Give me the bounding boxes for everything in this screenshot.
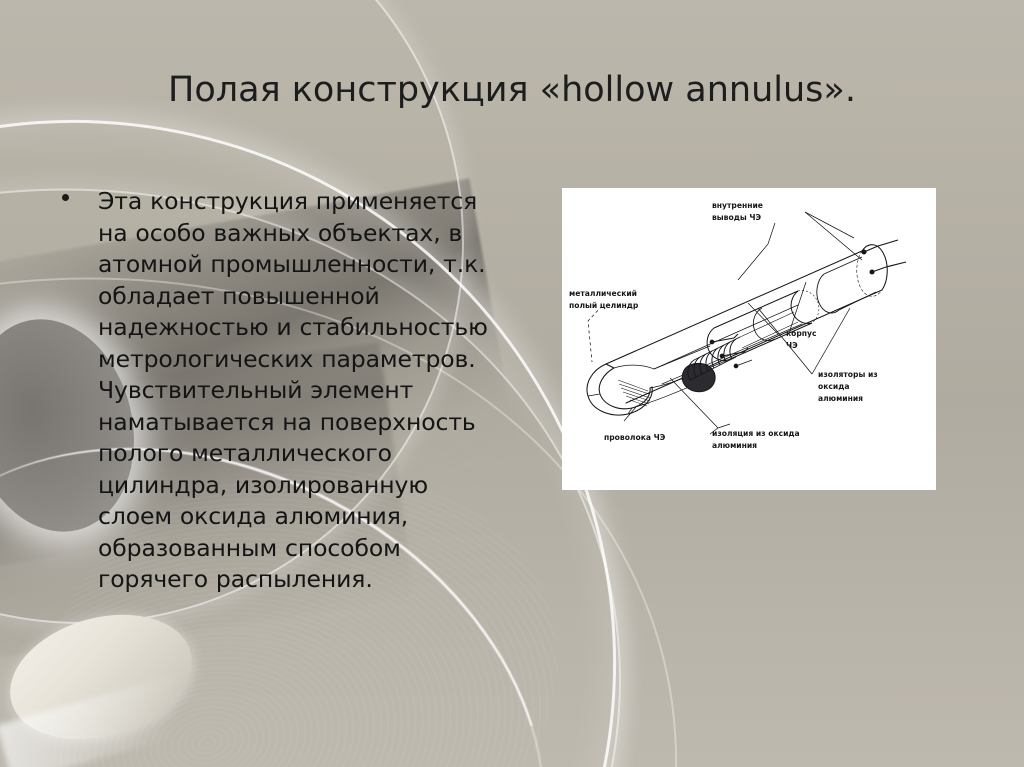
bullet-item: Эта конструкция применяется на особо важ… [56,186,508,596]
label-insulators-line2: оксида [818,382,849,391]
label-insulators-line3: алюминия [818,394,863,403]
slide-title: Полая конструкция «hollow annulus». [168,70,856,110]
label-inner-leads-line2: выводы ЧЭ [712,213,761,222]
label-insulation-line2: алюминия [712,441,757,450]
figure-image: внутренние выводы ЧЭ металлический полый… [562,188,936,490]
label-insulators-line1: изоляторы из [818,370,878,379]
label-housing-line2: ЧЭ [786,341,798,350]
label-housing-line1: корпус [786,329,817,338]
slide-body: Эта конструкция применяется на особо важ… [56,186,508,596]
bullet-dot-icon [62,194,69,201]
background-disc-highlight [0,656,254,767]
figure-labels: внутренние выводы ЧЭ металлический полый… [569,201,878,450]
leader-lines [587,211,863,435]
bullet-text: Эта конструкция применяется на особо важ… [98,187,488,593]
label-metal-cylinder-line2: полый целиндр [569,301,639,310]
external-terminal-leads [861,239,907,275]
label-metal-cylinder-line1: металлический [569,289,637,298]
sensor-element-assembly [681,256,877,393]
inner-lead-wires [709,333,753,369]
hollow-annulus-cutaway-drawing: внутренние выводы ЧЭ металлический полый… [569,201,907,450]
label-wire: проволока ЧЭ [604,433,666,442]
label-insulation-line1: изоляция из оксида [712,429,800,438]
background-disc [0,594,207,760]
sensing-wire-hatching [617,379,651,407]
label-inner-leads-line1: внутренние [712,201,763,210]
